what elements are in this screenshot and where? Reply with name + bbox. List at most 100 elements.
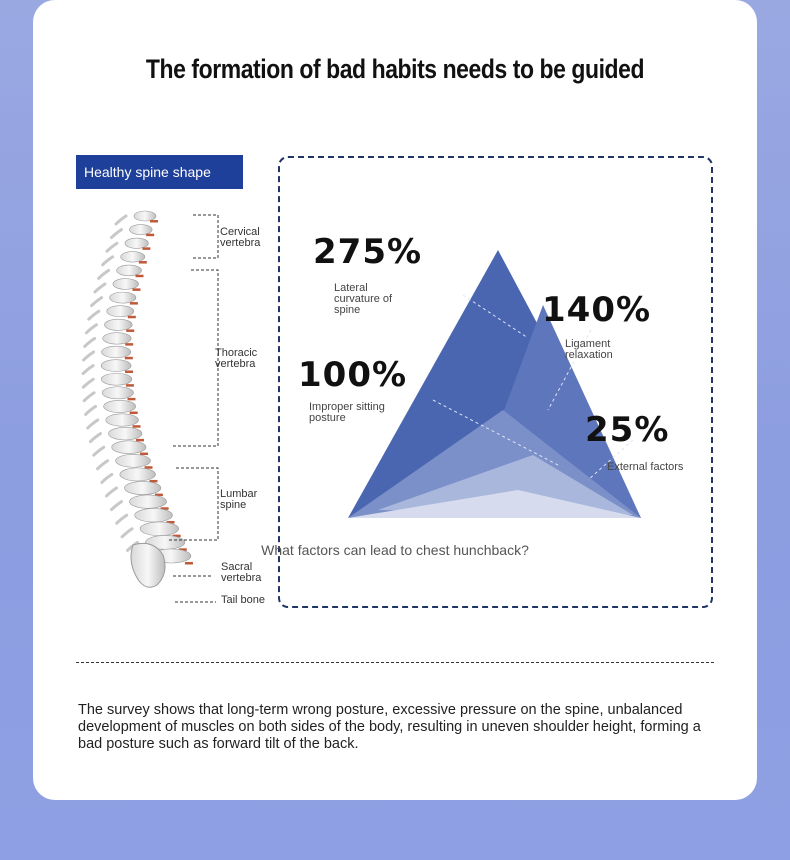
intervertebral-disc [178, 548, 187, 551]
vertebra-process [101, 255, 115, 267]
pct-improper-sitting: 100% [298, 355, 408, 395]
intervertebral-disc [142, 247, 151, 250]
vertebra-process [114, 214, 128, 226]
vertebra-process [92, 445, 106, 457]
vertebra-process [97, 268, 111, 280]
intervertebral-disc [135, 274, 144, 278]
intervertebral-disc [150, 220, 158, 223]
survey-paragraph: The survey shows that long-term wrong po… [78, 702, 701, 752]
vertebra-process [93, 282, 107, 294]
intervertebral-disc [139, 452, 148, 456]
vertebra [106, 305, 135, 318]
vertebra-process [83, 336, 97, 348]
content-card: The formation of bad habits needs to be … [33, 0, 757, 800]
vertebra-process [109, 228, 123, 240]
tail-bone-label: Tail bone [221, 594, 266, 606]
label-external-factors: External factors [607, 461, 684, 473]
vertebra-process [105, 241, 119, 253]
vertebra-process [81, 364, 95, 376]
section-divider [76, 662, 714, 663]
factors-panel [278, 156, 713, 608]
vertebra [100, 372, 133, 386]
intervertebral-disc [127, 397, 136, 401]
spine-drawing [81, 210, 219, 603]
healthy-spine-badge: Healthy spine shape [76, 155, 243, 189]
vertebra [133, 210, 157, 222]
vertebra-process [96, 459, 110, 471]
vertebra-process [82, 350, 96, 362]
vertebra [115, 454, 151, 468]
vertebra [129, 224, 153, 235]
vertebra [109, 291, 137, 304]
vertebra [108, 427, 143, 441]
vertebra-process [84, 404, 98, 416]
vertebra [112, 278, 139, 290]
intervertebral-disc [138, 261, 147, 264]
vertebra [111, 440, 147, 454]
intervertebral-disc [132, 425, 141, 428]
pyramid-layer-140 [493, 305, 641, 518]
intervertebral-disc [146, 233, 155, 237]
intervertebral-disc [132, 288, 141, 291]
vertebra-process [115, 513, 129, 525]
vertebra-process [87, 309, 101, 321]
vertebra-process [81, 377, 95, 389]
factors-question: What factors can lead to chest hunchback… [261, 542, 529, 558]
vertebra-process [104, 486, 118, 498]
vertebra-process [120, 527, 134, 539]
vertebra [100, 359, 132, 372]
vertebra [105, 413, 139, 427]
intervertebral-disc [125, 343, 134, 346]
vertebra [120, 251, 146, 263]
vertebra [124, 237, 149, 249]
intervertebral-disc [129, 302, 138, 305]
intervertebral-disc [129, 411, 138, 415]
vertebra [101, 345, 132, 359]
vertebra [129, 494, 167, 509]
vertebra [134, 508, 173, 523]
pct-external-factors: 25% [585, 410, 670, 450]
vertebra [102, 332, 132, 345]
vertebra [104, 318, 133, 331]
intervertebral-disc [154, 493, 163, 497]
intervertebral-disc [124, 356, 133, 360]
intervertebral-disc [125, 370, 134, 373]
vertebra-process [100, 472, 114, 484]
vertebra-process [109, 500, 123, 512]
pct-ligament-relaxation: 140% [542, 290, 652, 330]
vertebra [124, 481, 162, 495]
vertebra-process [90, 296, 104, 308]
pct-lateral-curvature: 275% [313, 232, 423, 272]
intervertebral-disc [144, 466, 153, 469]
intervertebral-disc [125, 384, 134, 387]
intervertebral-disc [149, 479, 158, 483]
vertebra-process [126, 540, 140, 552]
vertebra [119, 467, 156, 482]
intervertebral-disc [160, 507, 169, 510]
intervertebral-disc [126, 329, 135, 332]
vertebra-process [86, 418, 100, 430]
intervertebral-disc [135, 438, 144, 442]
intervertebral-disc [127, 315, 136, 319]
intervertebral-disc [172, 534, 181, 538]
vertebra-process [84, 323, 98, 335]
intervertebral-disc [166, 520, 175, 524]
vertebra [103, 399, 136, 413]
vertebra [139, 521, 179, 536]
sacrum [130, 542, 166, 588]
pyramid-base [348, 490, 641, 518]
vertebra-process [82, 391, 96, 403]
page-title: The formation of bad habits needs to be … [145, 54, 645, 84]
vertebra [101, 386, 134, 400]
pyramid-layer-25 [378, 455, 633, 515]
vertebra [116, 264, 142, 277]
factors-pyramid [348, 250, 641, 518]
intervertebral-disc [184, 562, 193, 565]
